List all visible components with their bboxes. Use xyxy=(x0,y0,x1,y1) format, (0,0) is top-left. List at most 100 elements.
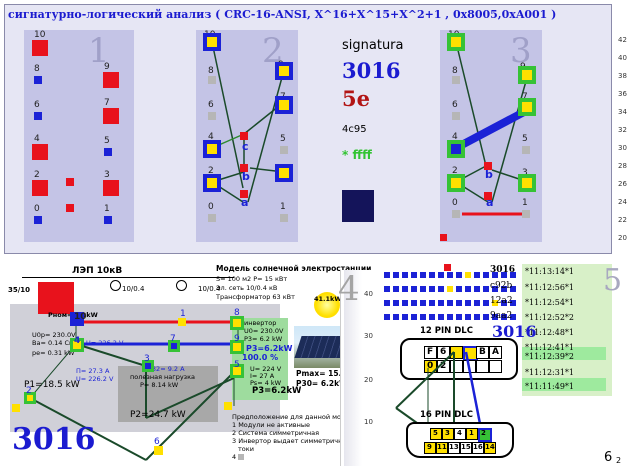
log-time-1: *11:13:14*1 xyxy=(525,267,575,276)
p1-bit-3 xyxy=(103,180,119,196)
axis-tick-20: 20 xyxy=(618,234,627,242)
power-line xyxy=(22,277,234,278)
bit-grid-dot xyxy=(474,286,480,292)
scope-tick-30: 30 xyxy=(364,332,373,340)
note-square xyxy=(238,454,244,460)
power-41-label: 41.1kW xyxy=(314,295,342,303)
pin16-label-4: 4 xyxy=(457,429,462,437)
bit-grid-dot xyxy=(492,314,498,320)
bit-grid-dot xyxy=(429,300,435,306)
bit-grid-dot xyxy=(456,272,462,278)
bit-grid-dot xyxy=(483,314,489,320)
signature-value: 3016 xyxy=(342,58,401,83)
bit-grid-dot xyxy=(420,300,426,306)
solar-node-4-label: 4 xyxy=(74,336,81,346)
pin12-label-2: 2 xyxy=(440,361,447,371)
pin12-row-bottom xyxy=(424,360,502,374)
bit-grid-dot xyxy=(384,300,390,306)
scope-big-number: 4 xyxy=(338,269,360,309)
model-line-1: S= 100 м2 P= 15 кВт xyxy=(216,275,288,283)
p3-label-4: 4 xyxy=(452,132,458,142)
log-code-4: 9aa2 xyxy=(490,311,513,321)
pin16-top-4 xyxy=(466,428,478,440)
p2-bit-0 xyxy=(208,214,216,222)
axis-tick-30: 30 xyxy=(618,144,627,152)
panel-1-number: 1 xyxy=(88,31,110,71)
bit-grid-dot xyxy=(456,314,462,320)
p3-label-7: 7 xyxy=(522,92,528,102)
wire xyxy=(247,69,285,203)
note-line-2: 1 Модули не активные xyxy=(232,421,311,429)
p1-label-7: 7 xyxy=(104,98,110,108)
p3-label-5: 5 xyxy=(522,134,528,144)
pin16-top-1 xyxy=(430,428,442,440)
p1-label-3: 3 xyxy=(104,170,110,180)
bit-grid-dot xyxy=(492,272,498,278)
note-line-6: 4 xyxy=(232,453,237,461)
pin12-bot-5 xyxy=(476,360,489,373)
power-41-badge xyxy=(314,292,340,318)
bit-grid-dot xyxy=(501,272,507,278)
scope-bar xyxy=(344,270,362,466)
panel-3-number: 3 xyxy=(510,31,532,71)
big-signature-value: 3016 xyxy=(12,422,96,457)
pin12-label-f: F xyxy=(427,347,434,357)
log-highlight-2 xyxy=(522,378,606,391)
inverter-area xyxy=(232,318,288,400)
p2-gate-a-label: a xyxy=(241,196,249,209)
pin16-label-16: 16 xyxy=(473,443,483,451)
voltage-10-04-b: 10/0.4 xyxy=(198,285,221,293)
p2-bit-4 xyxy=(203,140,221,158)
p2-label-6: 6 xyxy=(208,100,214,110)
solar-node-8 xyxy=(230,316,244,330)
inverter-percent: 100.0 % xyxy=(242,353,279,362)
pin12-label-6: 6 xyxy=(440,347,447,357)
bit-grid-dot xyxy=(510,286,516,292)
bit-grid-dot xyxy=(456,300,462,306)
log-time-2: *11:12:56*1 xyxy=(525,283,575,292)
p1-bit-0 xyxy=(34,216,42,224)
p1-bit-6 xyxy=(34,112,42,120)
solar-node-5 xyxy=(230,364,244,378)
inverter-lower-3: Ps= 4 kW xyxy=(250,379,282,387)
wire xyxy=(145,371,235,461)
transformer-block xyxy=(38,282,74,314)
axis-tick-36: 36 xyxy=(618,90,627,98)
p3-gate-b-label: b xyxy=(485,168,493,181)
axis-tick-24: 24 xyxy=(618,198,627,206)
solar-node-yellow xyxy=(224,402,232,410)
solar-node-9 xyxy=(230,340,244,354)
p2-bit-8 xyxy=(208,76,216,84)
signature-block xyxy=(342,190,374,222)
bit-grid-dot xyxy=(483,286,489,292)
solar-node-8-label: 8 xyxy=(234,308,240,318)
p3-gate-a xyxy=(484,192,492,200)
pin12-top-2 xyxy=(437,346,450,359)
log-time-3: *11:12:54*1 xyxy=(525,298,575,307)
p2-label-8: 8 xyxy=(208,66,214,76)
bit-grid-dot xyxy=(465,286,471,292)
axis-tick-28: 28 xyxy=(618,162,627,170)
p3-bit-6 xyxy=(452,112,460,120)
bit-grid-dot xyxy=(447,272,453,278)
p2-gate-b xyxy=(240,164,248,172)
model-title: Модель солнечной электростанции xyxy=(216,264,372,273)
bit-grid-dot xyxy=(420,286,426,292)
p1-gate-dot-2 xyxy=(66,204,74,212)
obd-wires xyxy=(395,351,484,439)
p2-gate-c xyxy=(240,132,248,140)
bit-grid-dot xyxy=(483,272,489,278)
axis-tick-34: 34 xyxy=(618,108,627,116)
pin12-bot-6 xyxy=(489,360,502,373)
meter-icon xyxy=(110,280,121,291)
solar-wires xyxy=(29,320,239,461)
pin16-top-5 xyxy=(478,428,492,442)
solar-node-5-label: 5 xyxy=(234,360,240,370)
axis-tick-22: 22 xyxy=(618,216,627,224)
p2-label-5: 5 xyxy=(280,134,286,144)
log-time-5: *11:12:48*1 xyxy=(525,328,575,337)
obd-value: 3016 xyxy=(492,322,537,341)
pin12-connector xyxy=(400,338,518,380)
bit-grid-dot xyxy=(474,300,480,306)
pin16-title: 16 PIN DLC xyxy=(420,410,473,420)
